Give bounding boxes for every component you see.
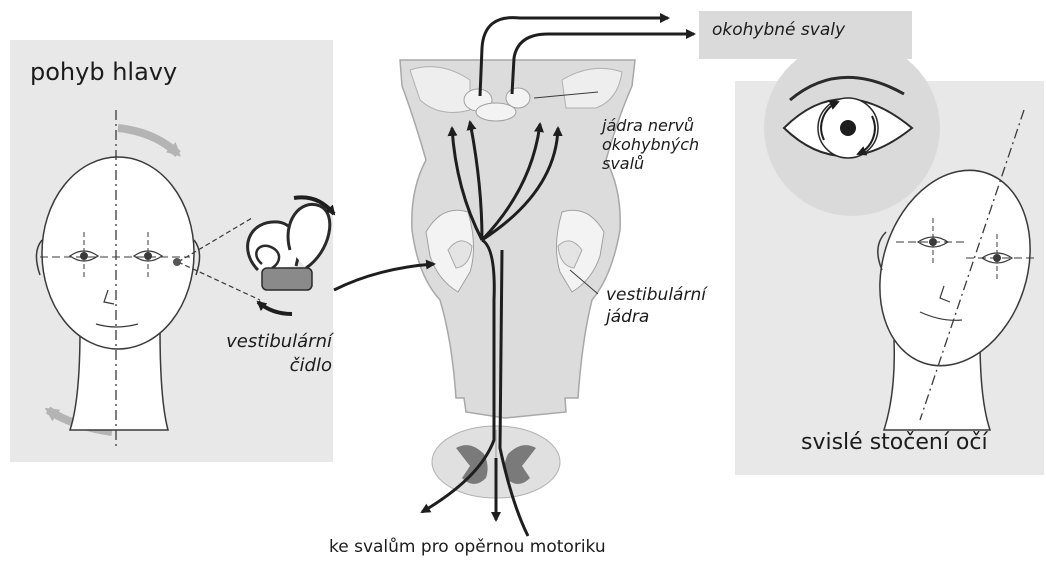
vestibular-nuclei-line-2: jádra [606,306,706,328]
vestibule-icon [262,268,312,290]
oculomotor-nuclei-line-1: jádra nervů [602,116,699,135]
vestibular-nuclei-label: vestibulární jádra [606,284,706,328]
brainstem [400,60,635,498]
vestibular-nuclei-line-1: vestibulární [606,284,706,306]
eye-muscles-label: okohybné svaly [712,20,845,40]
oculomotor-nuclei-line-3: svalů [602,154,699,173]
vestibular-sensor-line-1: vestibulární [210,330,332,354]
inner-ear-marker-icon [173,258,181,266]
afferent-pathway-arrow [334,264,434,290]
head-movement-label: pohyb hlavy [30,58,177,86]
postural-muscles-label: ke svalům pro opěrnou motoriku [329,537,606,557]
right-panel [735,40,1046,475]
head-outline [42,157,194,349]
oculomotor-nuclei-line-2: okohybných [602,135,699,154]
vestibular-sensor-label: vestibulární čidlo [210,330,332,378]
oculomotor-nuclei-label: jádra nervů okohybných svalů [602,116,699,173]
vestibular-sensor-line-2: čidlo [210,354,332,378]
eye-torsion-label: svislé stočení očí [801,430,988,455]
pupil-icon [840,120,856,136]
